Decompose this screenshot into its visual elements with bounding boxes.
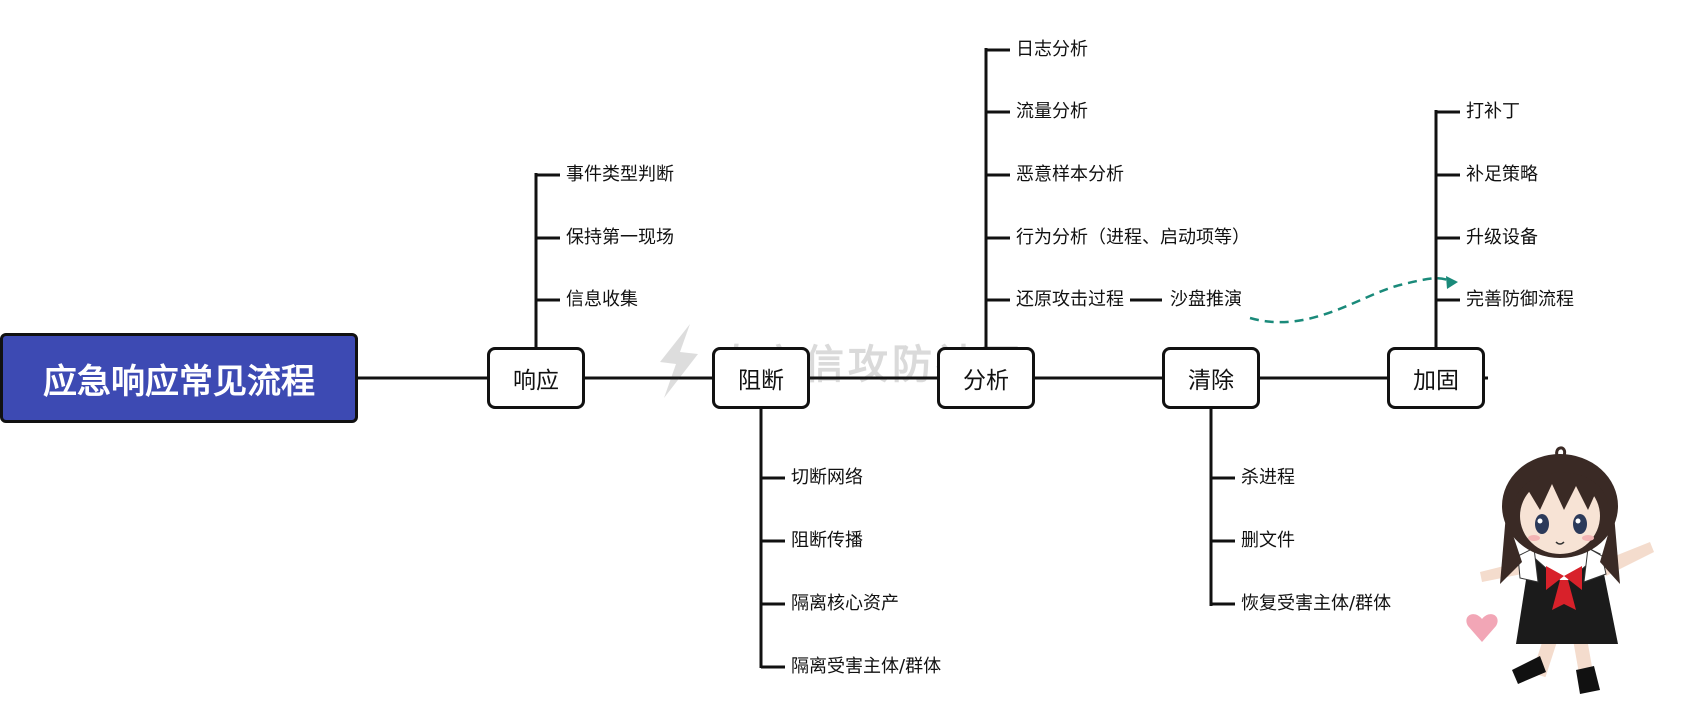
stage-node-response: 响应 [487, 347, 585, 409]
leaf-item: 阻断传播 [791, 531, 863, 551]
stage-node-clean: 清除 [1162, 347, 1260, 409]
leaf-item: 流量分析 [1016, 102, 1088, 122]
leaf-item: 隔离受害主体/群体 [791, 657, 941, 677]
anime-girl-illustration [1460, 444, 1670, 699]
stage-node-analysis: 分析 [937, 347, 1035, 409]
stage-label: 响应 [513, 361, 559, 395]
stage-label: 分析 [963, 361, 1009, 395]
leaf-item: 删文件 [1241, 531, 1295, 551]
stage-label: 阻断 [738, 361, 784, 395]
dashed-arrow [1250, 278, 1455, 322]
stage-node-harden: 加固 [1387, 347, 1485, 409]
leaf-item: 隔离核心资产 [791, 594, 899, 614]
heart-icon [1466, 614, 1497, 642]
root-topic: 应急响应常见流程 [0, 333, 358, 423]
leaf-item: 恢复受害主体/群体 [1241, 594, 1391, 614]
leaf-item: 补足策略 [1466, 165, 1538, 185]
stage-node-block: 阻断 [712, 347, 810, 409]
arrow-head-icon [1446, 276, 1458, 289]
leaf-item: 保持第一现场 [566, 228, 674, 248]
leaf-item-sandbox: 沙盘推演 [1170, 290, 1242, 310]
leaf-item: 打补丁 [1466, 102, 1520, 122]
leaf-item: 杀进程 [1241, 468, 1295, 488]
leaf-item: 完善防御流程 [1466, 290, 1574, 310]
leaf-item: 行为分析（进程、启动项等） [1016, 228, 1250, 248]
leaf-item: 日志分析 [1016, 40, 1088, 60]
leaf-item: 事件类型判断 [566, 165, 674, 185]
leaf-item: 升级设备 [1466, 228, 1538, 248]
leaf-item: 信息收集 [566, 290, 638, 310]
leaf-item: 还原攻击过程 [1016, 290, 1124, 310]
root-topic-label: 应急响应常见流程 [43, 354, 315, 403]
stage-label: 清除 [1188, 361, 1234, 395]
leaf-item: 切断网络 [791, 468, 863, 488]
leaf-item: 恶意样本分析 [1016, 165, 1124, 185]
stage-label: 加固 [1413, 361, 1459, 395]
